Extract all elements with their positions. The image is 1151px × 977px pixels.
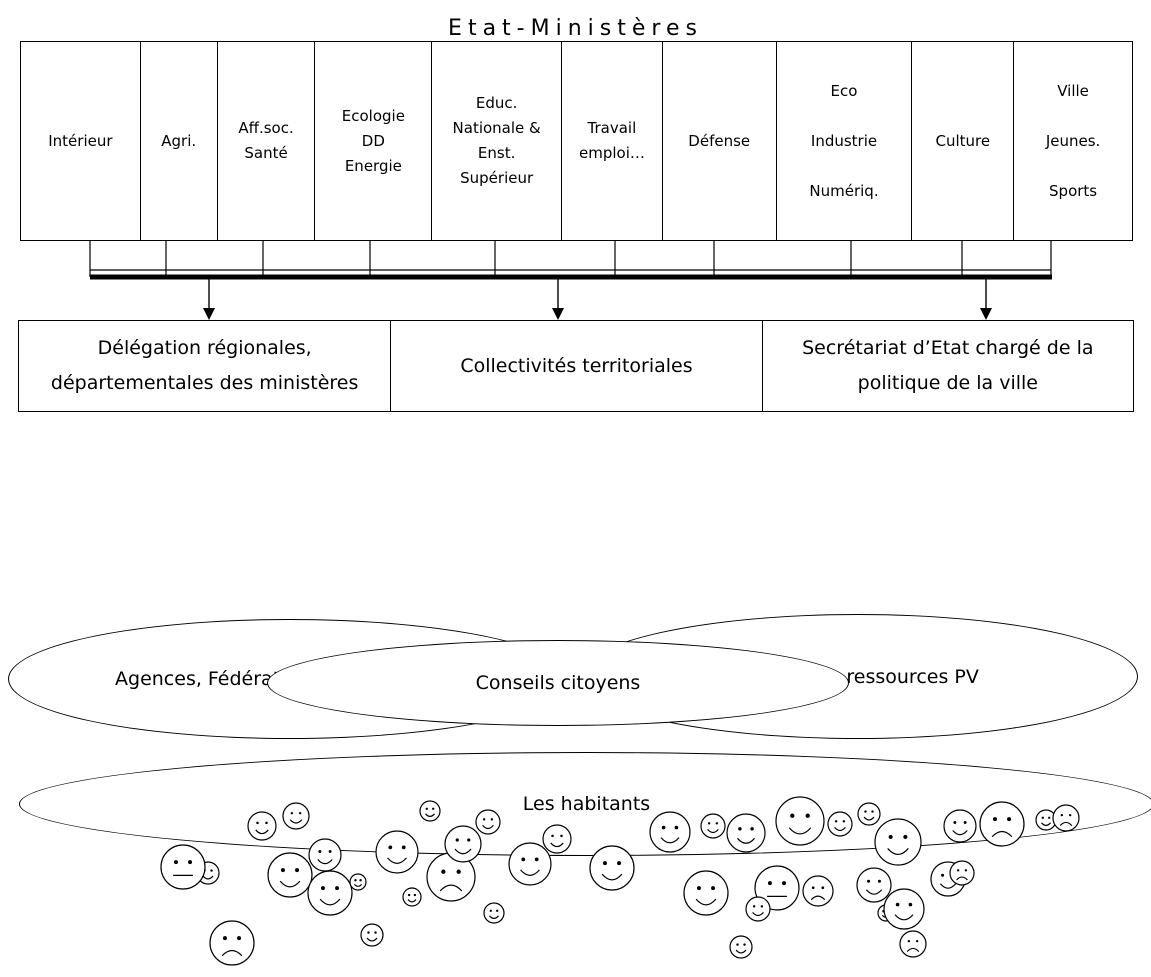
happy-face-icon xyxy=(282,802,310,830)
ministry-cell-line: Educ. xyxy=(475,94,518,112)
happy-face-icon xyxy=(402,887,422,907)
ministry-cell-line: Enst. xyxy=(477,144,516,162)
ministry-cell-line: Nationale & xyxy=(452,119,541,137)
ministry-cell-line: Supérieur xyxy=(460,169,534,187)
ministry-cell-line: Aff.soc. xyxy=(238,119,294,137)
ministry-cell-line: Sports xyxy=(1049,181,1098,200)
ministry-cell-line: Numériq. xyxy=(809,181,879,200)
sad-face-icon xyxy=(426,852,476,902)
ellipse-habitants-label: Les habitants xyxy=(522,793,651,815)
sad-face-icon xyxy=(1052,804,1080,832)
happy-face-icon xyxy=(649,811,691,853)
happy-face-icon xyxy=(247,811,277,841)
happy-face-icon xyxy=(1035,809,1057,831)
sad-face-icon xyxy=(209,920,255,966)
level-box: Délégation régionales, départementales de… xyxy=(19,321,392,411)
level-box: Collectivités territoriales xyxy=(391,321,763,411)
ministry-cell: Intérieur xyxy=(21,42,141,240)
neutral-face-icon xyxy=(160,844,206,890)
happy-face-icon xyxy=(745,896,771,922)
sad-face-icon xyxy=(802,875,834,907)
happy-face-icon xyxy=(943,809,977,843)
happy-face-icon xyxy=(267,852,313,898)
happy-face-icon xyxy=(307,870,353,916)
level-box-line: Délégation régionales, xyxy=(97,337,312,359)
happy-face-icon xyxy=(726,813,766,853)
ministry-cell-line: Ecologie xyxy=(341,106,405,125)
ministry-cell-line: Agri. xyxy=(161,131,197,150)
ministry-cell-line: DD xyxy=(361,131,385,150)
intermediate-levels: Délégation régionales, départementales de… xyxy=(18,320,1134,412)
ministry-cell: Culture xyxy=(912,42,1015,240)
diagram-title: Etat-Ministères xyxy=(448,16,703,41)
ministry-cell-line: Intérieur xyxy=(48,131,113,150)
sad-face-icon xyxy=(949,860,975,886)
ministry-cell-line: Energie xyxy=(344,156,402,175)
ministry-cell-line: Santé xyxy=(244,144,288,162)
ministry-cell-line: Culture xyxy=(935,131,991,150)
ellipse-conseils-label: Conseils citoyens xyxy=(475,672,641,694)
level-box-line: politique de la ville xyxy=(857,372,1038,394)
ministry-cell-line: Industrie xyxy=(810,131,878,150)
happy-face-icon xyxy=(827,811,853,837)
ministries-connector xyxy=(89,241,1052,320)
ministry-cell: Défense xyxy=(663,42,777,240)
ministry-cell: Eco Industrie Numériq. xyxy=(777,42,913,240)
happy-face-icon xyxy=(874,818,922,866)
ministry-cell: Travail emploi… xyxy=(562,42,663,240)
happy-face-icon xyxy=(508,842,552,886)
happy-face-icon xyxy=(700,813,726,839)
happy-face-icon xyxy=(308,838,342,872)
happy-face-icon xyxy=(444,825,482,863)
ministry-cell-line: emploi… xyxy=(578,144,645,162)
happy-face-icon xyxy=(483,902,505,924)
happy-face-icon xyxy=(349,873,367,891)
ministry-cell: Agri. xyxy=(141,42,218,240)
happy-face-icon xyxy=(775,796,825,846)
level-box-line: départementales des ministères xyxy=(50,372,359,394)
neutral-face-icon xyxy=(754,865,800,911)
happy-face-icon xyxy=(419,800,441,822)
sad-face-icon xyxy=(979,801,1025,847)
ministry-cell-line: Travail xyxy=(587,119,637,137)
happy-face-icon xyxy=(475,809,501,835)
happy-face-icon xyxy=(857,802,881,826)
level-box-line: Secrétariat d’Etat chargé de la xyxy=(802,337,1094,359)
happy-face-icon xyxy=(683,870,729,916)
sad-face-icon xyxy=(899,930,927,958)
happy-face-icon xyxy=(542,824,572,854)
ministry-cell-line: Jeunes. xyxy=(1045,131,1101,150)
happy-face-icon xyxy=(883,888,925,930)
ministry-cell-line: Défense xyxy=(688,131,751,150)
happy-face-icon xyxy=(375,830,419,874)
ministry-cell-line: Eco xyxy=(830,81,858,100)
residents-crowd xyxy=(160,796,1080,966)
happy-face-icon xyxy=(729,935,753,959)
happy-face-icon xyxy=(360,923,384,947)
happy-face-icon xyxy=(589,845,635,891)
ellipse-conseils: Conseils citoyens xyxy=(267,640,849,726)
level-box: Secrétariat d’Etat chargé de la politique… xyxy=(763,321,1133,411)
happy-face-icon xyxy=(856,867,892,903)
ministry-cell: Educ. Nationale & Enst. Supérieur xyxy=(432,42,563,240)
ministry-cell: Aff.soc. Santé xyxy=(218,42,316,240)
ministry-cell-line: Ville xyxy=(1057,81,1089,100)
level-box-line: Collectivités territoriales xyxy=(460,354,693,377)
ministry-cell: Ville Jeunes. Sports xyxy=(1014,42,1132,240)
